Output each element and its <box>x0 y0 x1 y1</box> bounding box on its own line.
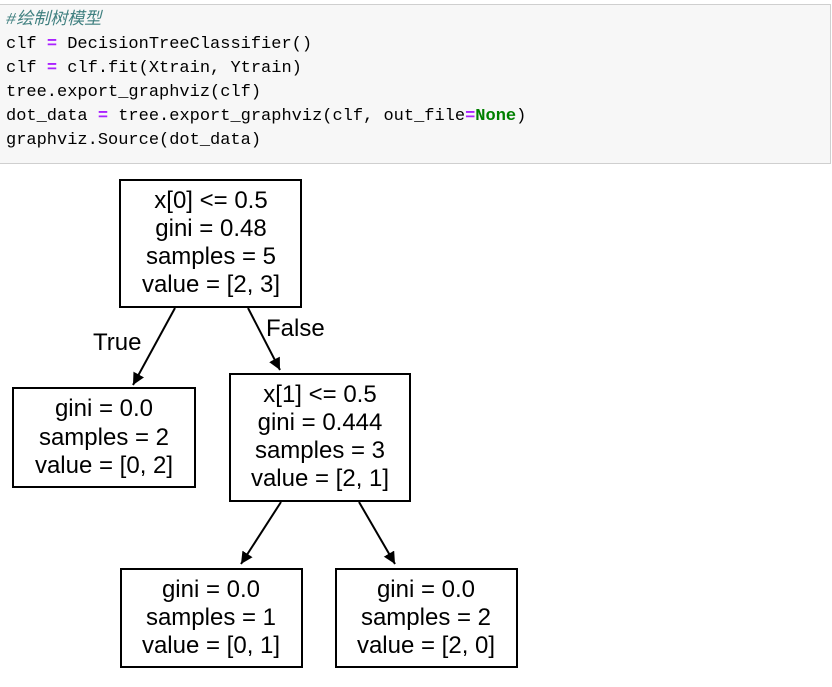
node-line: value = [2, 3] <box>142 271 280 298</box>
code-cell[interactable]: #绘制树模型 clf = DecisionTreeClassifier() cl… <box>0 4 831 164</box>
code-line-4: dot_data = tree.export_graphviz(clf, out… <box>6 105 526 129</box>
node-line: samples = 1 <box>146 604 276 631</box>
tree-node-root: x[0] <= 0.5 gini = 0.48 samples = 5 valu… <box>119 179 302 308</box>
edge-root-right <box>247 307 281 371</box>
code-text: clf <box>6 59 47 78</box>
node-line: value = [0, 1] <box>142 632 280 659</box>
code-line-1: clf = DecisionTreeClassifier() <box>6 33 312 57</box>
code-operator: = <box>97 107 109 126</box>
node-line: gini = 0.0 <box>162 576 260 603</box>
code-text: tree.export_graphviz(clf) <box>6 83 262 102</box>
node-line: samples = 2 <box>361 604 491 631</box>
tree-node-right-left: gini = 0.0 samples = 1 value = [0, 1] <box>120 568 303 668</box>
node-line: value = [0, 2] <box>35 452 173 479</box>
node-line: samples = 2 <box>39 424 169 451</box>
code-keyword: None <box>475 107 517 126</box>
code-operator: = <box>46 35 58 54</box>
edge-right-rightright <box>358 501 396 565</box>
code-text: tree.export_graphviz(clf, out_file <box>108 107 466 126</box>
tree-node-right: x[1] <= 0.5 gini = 0.444 samples = 3 val… <box>229 373 411 502</box>
node-line: gini = 0.444 <box>258 409 383 436</box>
code-operator: = <box>465 107 476 126</box>
code-line-3: tree.export_graphviz(clf) <box>6 81 261 105</box>
decision-tree-graph: True False x[0] <= 0.5 gini = 0.48 sampl… <box>12 179 518 668</box>
code-text: clf.fit(Xtrain, Ytrain) <box>57 59 302 78</box>
code-text: dot_data <box>6 107 98 126</box>
node-line: samples = 3 <box>255 437 385 464</box>
node-line: gini = 0.0 <box>377 576 475 603</box>
code-text: ) <box>516 107 527 126</box>
tree-node-right-right: gini = 0.0 samples = 2 value = [2, 0] <box>335 568 518 668</box>
code-text: DecisionTreeClassifier() <box>57 35 313 54</box>
code-comment: #绘制树模型 <box>6 11 102 30</box>
tree-node-left: gini = 0.0 samples = 2 value = [0, 2] <box>12 387 196 488</box>
edge-label-false: False <box>266 315 325 342</box>
node-line: x[1] <= 0.5 <box>263 381 376 408</box>
edge-right-rightleft <box>240 501 282 565</box>
code-line-5: graphviz.Source(dot_data) <box>6 129 261 153</box>
edge-root-left <box>132 307 176 386</box>
node-line: x[0] <= 0.5 <box>154 187 267 214</box>
edge-label-true: True <box>93 329 141 356</box>
node-line: gini = 0.0 <box>55 395 153 422</box>
code-line-2: clf = clf.fit(Xtrain, Ytrain) <box>6 57 302 81</box>
output-area: True False x[0] <= 0.5 gini = 0.48 sampl… <box>0 166 832 687</box>
code-text: graphviz.Source(dot_data) <box>6 131 262 150</box>
code-line-comment: #绘制树模型 <box>6 9 101 33</box>
node-line: gini = 0.48 <box>155 215 266 242</box>
node-line: samples = 5 <box>146 243 276 270</box>
code-operator: = <box>46 59 58 78</box>
node-line: value = [2, 0] <box>357 632 495 659</box>
code-text: clf <box>6 35 47 54</box>
node-line: value = [2, 1] <box>251 465 389 492</box>
